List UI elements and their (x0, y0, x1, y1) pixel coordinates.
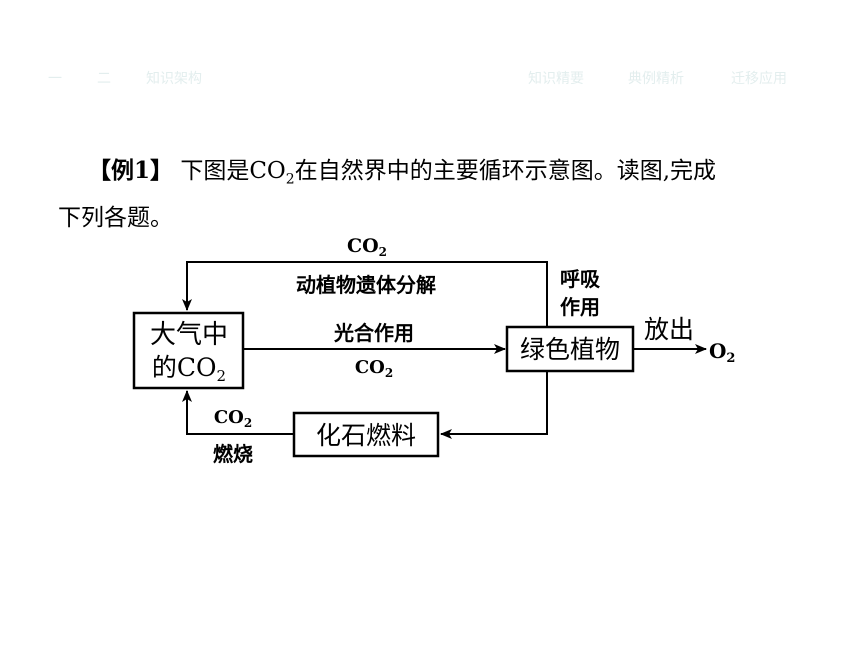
question-text-after: 在自然界中的主要循环示意图。读图,完成 (294, 158, 717, 184)
respiration-label-line2: 作用 (560, 295, 600, 319)
photosynthesis-label: 光合作用 (333, 321, 414, 345)
decomposition-label: 动植物遗体分解 (296, 273, 436, 297)
burning-arrow (182, 390, 294, 435)
nav-transfer-application[interactable]: 迁移应用 (731, 71, 787, 87)
nav-item-2[interactable]: 二 (97, 71, 111, 87)
green-plants-label: 绿色植物 (520, 335, 620, 364)
question-text-before: 下图是CO (180, 158, 286, 184)
nav-knowledge-structure[interactable]: 知识架构 (146, 71, 202, 87)
question-label: 【例1】 (88, 157, 174, 184)
top-co2-label: CO2 (347, 235, 387, 259)
fossilization-arrow (440, 371, 548, 439)
nav-knowledge-essentials[interactable]: 知识精要 (528, 71, 584, 87)
atmosphere-label-line2: 的CO2 (152, 353, 226, 385)
o2-label: O2 (709, 339, 735, 366)
question-subscript: 2 (285, 171, 295, 188)
question-line-2: 下列各题。 (58, 204, 173, 231)
burning-label: 燃烧 (213, 442, 253, 466)
respiration-label-line1: 呼吸 (560, 267, 601, 291)
release-label: 放出 (644, 315, 694, 344)
burning-co2-label: CO2 (214, 407, 252, 430)
nav-item-1[interactable]: 一 (48, 71, 62, 87)
atmosphere-box (132, 311, 245, 390)
photosynthesis-co2-label: CO2 (355, 357, 393, 380)
decomposition-arrow (182, 261, 548, 327)
fossil-fuel-box (292, 411, 440, 458)
nav-typical-examples[interactable]: 典例精析 (628, 71, 684, 87)
atmosphere-label-line1: 大气中 (150, 320, 228, 350)
fossil-fuel-label: 化石燃料 (316, 421, 416, 450)
question-text: 【例1】 下图是CO2在自然界中的主要循环示意图。读图,完成 下列各题。 (58, 152, 798, 237)
